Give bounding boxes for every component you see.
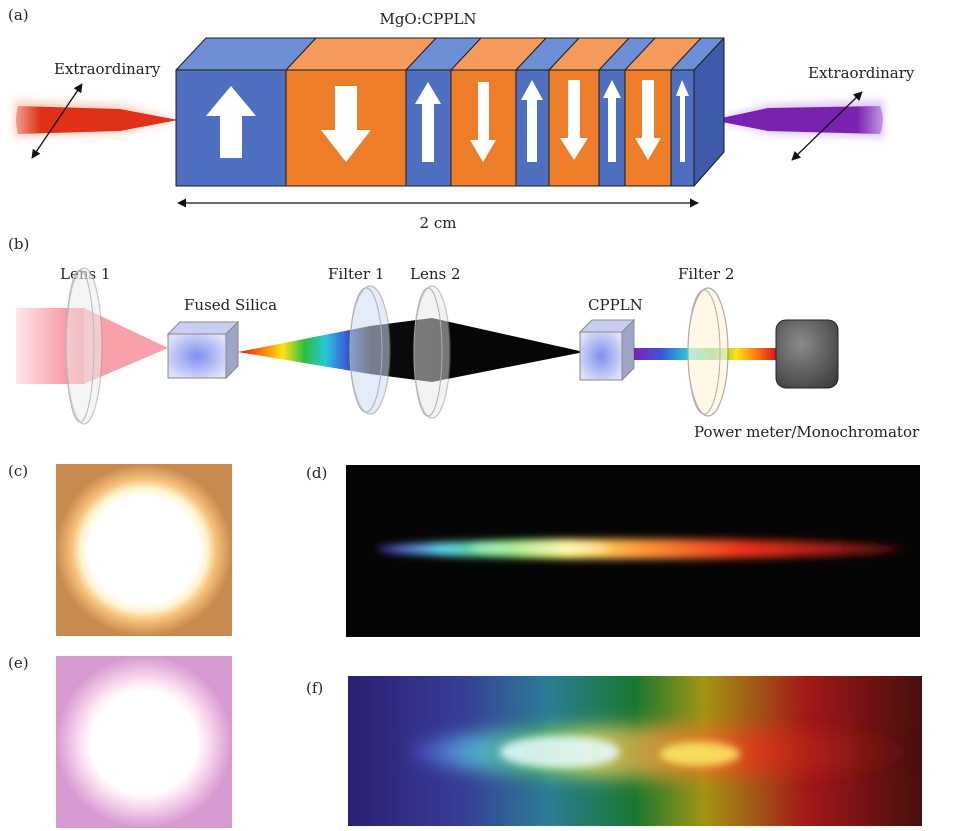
input-polarization-arrow (31, 83, 83, 159)
focused-beam-to-cppln (432, 318, 584, 382)
panel-b-tag: (b) (8, 235, 29, 253)
panel-c-beam-image (56, 464, 232, 636)
input-polarization-label: Extraordinary (54, 60, 161, 78)
panel-d-spectrum-image (346, 465, 920, 637)
domain-arrow-down (560, 80, 588, 160)
panel-f-spectrum-image (348, 676, 922, 826)
fused-silica-label: Fused Silica (184, 296, 277, 314)
output-polarization-label: Extraordinary (808, 64, 915, 82)
domain-arrow-up (603, 80, 621, 162)
lens2 (413, 285, 451, 419)
input-beam (14, 100, 180, 138)
crystal-label: MgO:CPPLN (379, 10, 476, 28)
focusing-beam (84, 308, 168, 384)
domain-arrows (206, 80, 689, 162)
output-beam (712, 100, 884, 138)
domain-arrow-up (676, 80, 689, 162)
domain-arrow-up (521, 80, 543, 162)
fused-silica-cube (166, 320, 240, 380)
panel-f-tag: (f) (306, 679, 323, 697)
panel-e-tag: (e) (8, 654, 29, 672)
panel-d-tag: (d) (306, 464, 327, 482)
domain-arrow-down (470, 82, 496, 162)
panel-e-beam-image (56, 656, 232, 828)
detector-label: Power meter/Monochromator (694, 423, 920, 441)
length-label: 2 cm (420, 214, 457, 232)
domain-arrow-down (635, 80, 661, 160)
filter2-label: Filter 2 (678, 265, 734, 283)
filter1-label: Filter 1 (328, 265, 384, 283)
domain-arrow-down (321, 86, 371, 162)
supercontinuum-beam (238, 326, 370, 374)
lens1 (65, 267, 103, 425)
filter2 (687, 287, 729, 417)
panel-a-tag: (a) (8, 6, 29, 24)
cppln-label: CPPLN (588, 296, 643, 314)
domain-arrow-up (415, 82, 441, 162)
cppln-cube (578, 318, 636, 382)
filter1 (349, 285, 391, 415)
lens2-label: Lens 2 (410, 265, 461, 283)
detector-box (775, 319, 839, 389)
domain-arrow-up (206, 86, 256, 158)
crystal-block (175, 37, 725, 187)
panel-c-tag: (c) (8, 462, 28, 480)
output-polarization-arrow (791, 91, 863, 161)
